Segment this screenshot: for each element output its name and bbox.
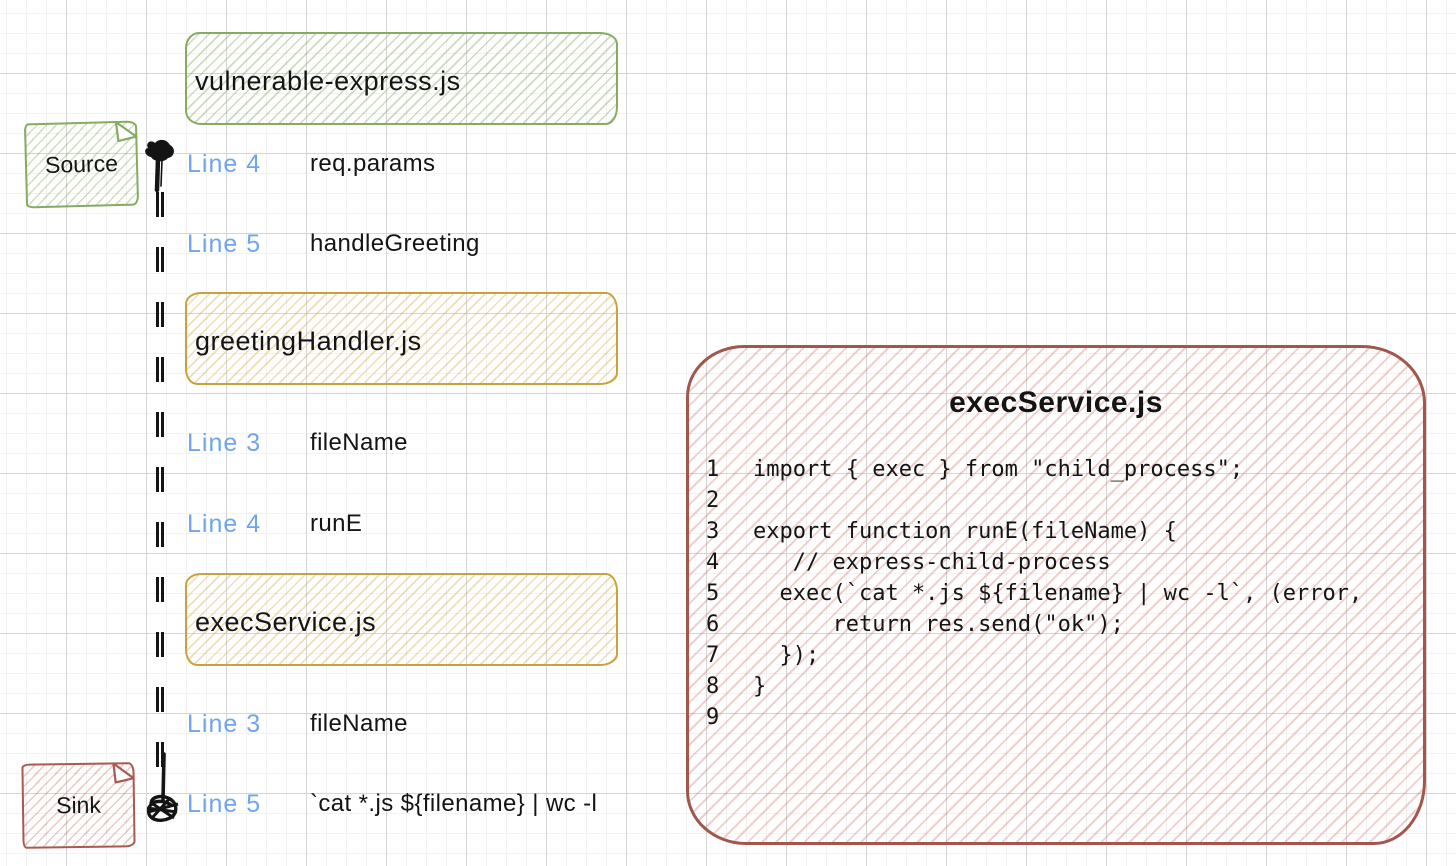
scribble-knot-icon [146,752,179,822]
step-value: handleGreeting [310,230,480,257]
code-line-number: 2 [706,488,720,513]
code-line: 2 [706,485,1417,516]
code-panel-exec-service[interactable]: execService.js 1 import { exec } from "ch… [686,345,1426,845]
code-line-number: 8 [706,674,720,699]
trace-dashed-line [156,192,164,775]
folded-corner-icon [114,120,138,143]
code-line-number: 1 [706,457,720,482]
code-line: 5 exec(`cat *.js ${filename} | wc -l`, (… [706,578,1417,609]
code-line: 1 import { exec } from "child_process"; [706,454,1417,485]
file-box-label: greetingHandler.js [195,326,422,356]
line-number-label: Line 4 [187,150,262,178]
line-number-label: Line 3 [187,429,262,457]
code-line-number: 6 [706,612,720,637]
code-line-text: } [753,674,767,699]
sink-label: Sink [55,791,102,819]
file-box-label: execService.js [195,607,377,637]
step-value: req.params [310,150,436,177]
code-line: 8} [706,671,1417,702]
sink-sticky-note[interactable]: Sink [21,762,136,849]
code-block: 1 import { exec } from "child_process"; 2… [706,454,1417,733]
code-line-number: 7 [706,643,720,668]
code-line-text: export function runE(fileName) { [753,519,1177,544]
code-line: 9 [706,702,1417,733]
code-line-number: 5 [706,581,720,606]
code-line: 7 }); [706,640,1417,671]
code-line: 4 // express-child-process [706,547,1417,578]
code-line-text: }); [753,643,820,668]
file-box-label: vulnerable-express.js [195,66,461,96]
file-box-greeting-handler[interactable]: greetingHandler.js [185,292,618,385]
code-line: 6 return res.send("ok"); [706,609,1417,640]
step-value: fileName [310,429,408,456]
step-value: `cat *.js ${filename} | wc -l [310,790,598,817]
line-number-label: Line 3 [187,710,262,738]
file-box-vulnerable-express[interactable]: vulnerable-express.js [185,32,618,125]
step-value: fileName [310,710,408,737]
folded-corner-icon [112,762,135,784]
code-line-number: 4 [706,550,720,575]
line-number-label: Line 4 [187,510,262,538]
code-line-text: exec(`cat *.js ${filename} | wc -l`, (er… [753,581,1363,606]
line-number-label: Line 5 [187,790,262,818]
code-line-number: 3 [706,519,720,544]
source-sticky-note[interactable]: Source [23,120,140,209]
code-line-text: // express-child-process [753,550,1111,575]
code-line-text: import { exec } from "child_process"; [753,457,1244,482]
pin-icon [145,139,174,193]
line-number-label: Line 5 [187,230,262,258]
code-line-text: return res.send("ok"); [753,612,1124,637]
code-line-number: 9 [706,705,720,730]
source-label: Source [44,150,119,178]
step-value: runE [310,510,363,537]
file-box-exec-service[interactable]: execService.js [185,573,618,666]
code-line: 3 export function runE(fileName) { [706,516,1417,547]
code-panel-title: execService.js [949,386,1163,419]
